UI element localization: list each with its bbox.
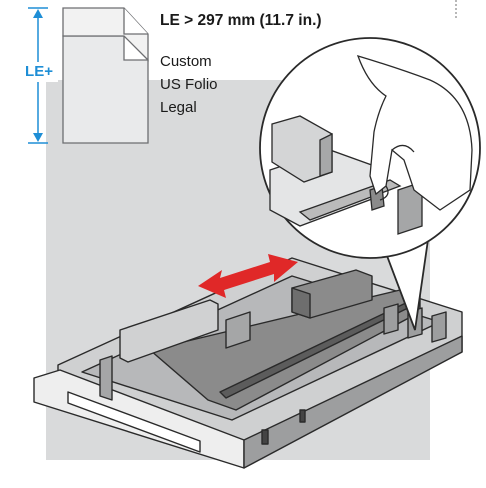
paper-size-custom: Custom [160, 53, 212, 70]
paper-sheet-icon [62, 7, 149, 144]
long-edge-label: LE+ [20, 62, 58, 82]
double-arrow-icon [198, 254, 298, 298]
page-margin-rule [455, 0, 457, 18]
paper-size-legal: Legal [160, 99, 197, 116]
paper-size-us-folio: US Folio [160, 76, 218, 93]
paper-tray [33, 257, 463, 469]
hand-guide-detail [259, 37, 481, 331]
paper-size-list: Custom US Folio Legal [160, 50, 218, 119]
paper-length-title: LE > 297 mm (11.7 in.) [160, 12, 322, 29]
